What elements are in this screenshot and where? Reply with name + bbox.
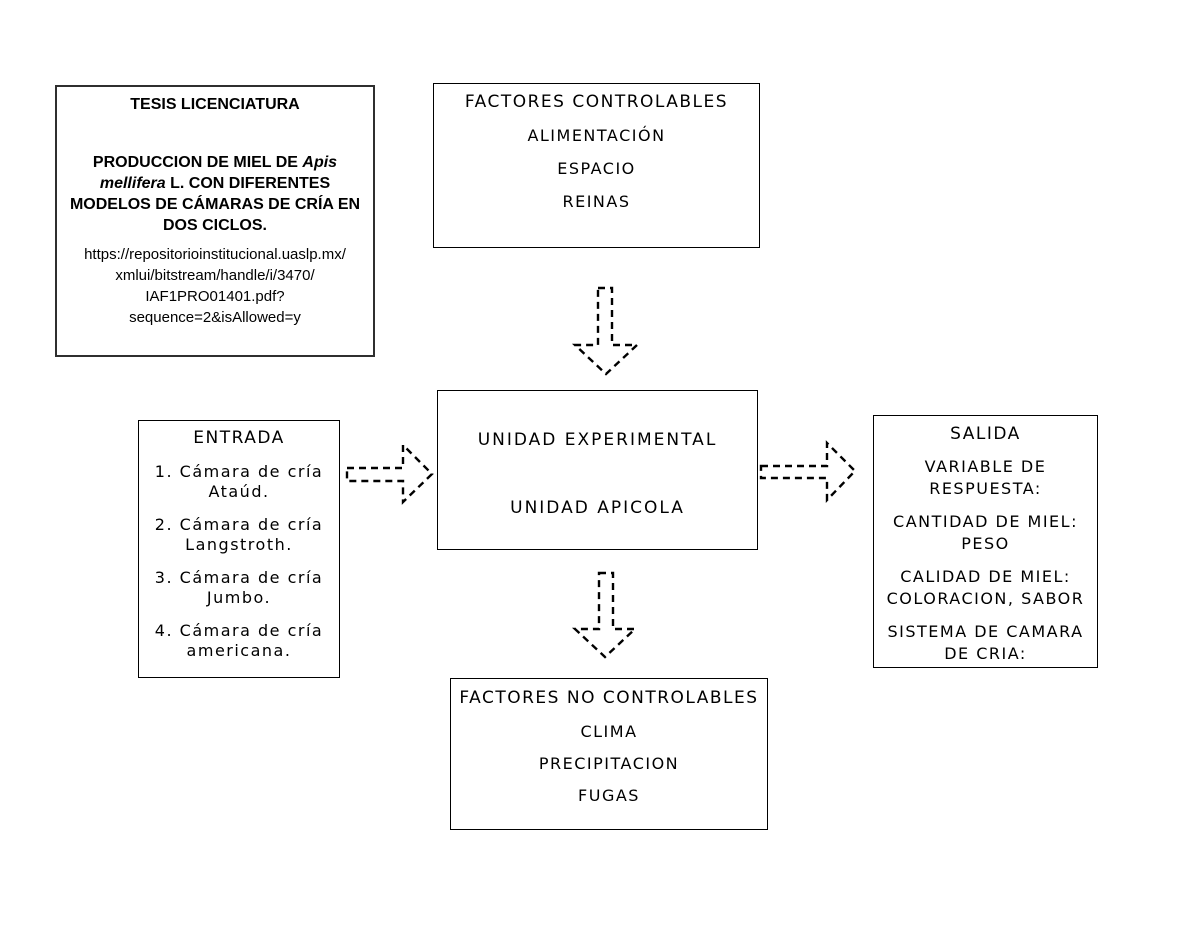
factor-item: REINAS	[562, 192, 631, 211]
factores-controlables-heading: FACTORES CONTROLABLES	[464, 92, 729, 112]
factor-item: CLIMA	[580, 722, 638, 741]
arrow-right-entrada-to-unidad-icon	[345, 442, 434, 505]
unidad-experimental-box: UNIDAD EXPERIMENTAL UNIDAD APICOLA	[437, 390, 758, 550]
salida-item: VARIABLE DE RESPUESTA:	[924, 457, 1047, 498]
factor-item: ESPACIO	[557, 159, 636, 178]
entrada-item: 2. Cámara de cría Langstroth.	[154, 515, 324, 554]
factor-item: FUGAS	[578, 786, 640, 805]
salida-item: SISTEMA DE CAMARA DE CRIA:	[887, 622, 1084, 663]
salida-item: CALIDAD DE MIEL: COLORACION, SABOR	[886, 567, 1085, 608]
factores-controlables-box: FACTORES CONTROLABLES ALIMENTACIÓN ESPAC…	[433, 83, 760, 248]
tesis-title-post: L. CON DIFERENTES MODELOS DE CÁMARAS DE …	[69, 175, 361, 234]
unidad-apicola-label: UNIDAD APICOLA	[510, 498, 685, 518]
salida-box: SALIDA VARIABLE DE RESPUESTA: CANTIDAD D…	[873, 415, 1098, 668]
tesis-url-line: sequence=2&isAllowed=y	[129, 309, 301, 326]
tesis-title: PRODUCCION DE MIEL DE Apis mellifera L. …	[67, 152, 363, 236]
entrada-item: 1. Cámara de cría Ataúd.	[154, 462, 324, 501]
tesis-url: https://repositorioinstitucional.uaslp.m…	[67, 244, 363, 328]
tesis-url-line: https://repositorioinstitucional.uaslp.m…	[84, 246, 346, 263]
entrada-item: 3. Cámara de cría Jumbo.	[154, 568, 324, 607]
entrada-box: ENTRADA 1. Cámara de cría Ataúd. 2. Cáma…	[138, 420, 340, 678]
salida-item: CANTIDAD DE MIEL: PESO	[893, 512, 1078, 553]
unidad-experimental-label: UNIDAD EXPERIMENTAL	[477, 430, 718, 450]
tesis-url-line: xmlui/bitstream/handle/i/3470/	[115, 267, 315, 284]
salida-heading: SALIDA	[950, 424, 1021, 444]
arrow-right-unidad-to-salida-icon	[759, 440, 857, 503]
tesis-title-pre: PRODUCCION DE MIEL DE	[92, 154, 303, 171]
tesis-heading: TESIS LICENCIATURA	[130, 96, 300, 113]
arrow-down-controlables-to-unidad-icon	[571, 286, 641, 376]
factores-no-controlables-heading: FACTORES NO CONTROLABLES	[459, 688, 759, 708]
factores-no-controlables-box: FACTORES NO CONTROLABLES CLIMA PRECIPITA…	[450, 678, 768, 830]
factor-item: PRECIPITACION	[538, 754, 680, 773]
tesis-box: TESIS LICENCIATURA PRODUCCION DE MIEL DE…	[55, 85, 375, 357]
factor-item: ALIMENTACIÓN	[527, 126, 666, 145]
tesis-title-species-italic: Apis mellifera	[99, 154, 338, 192]
tesis-url-line: IAF1PRO01401.pdf?	[145, 288, 285, 305]
arrow-down-unidad-to-no-controlables-icon	[571, 571, 639, 659]
entrada-item: 4. Cámara de cría americana.	[154, 621, 324, 660]
entrada-heading: ENTRADA	[193, 428, 285, 448]
